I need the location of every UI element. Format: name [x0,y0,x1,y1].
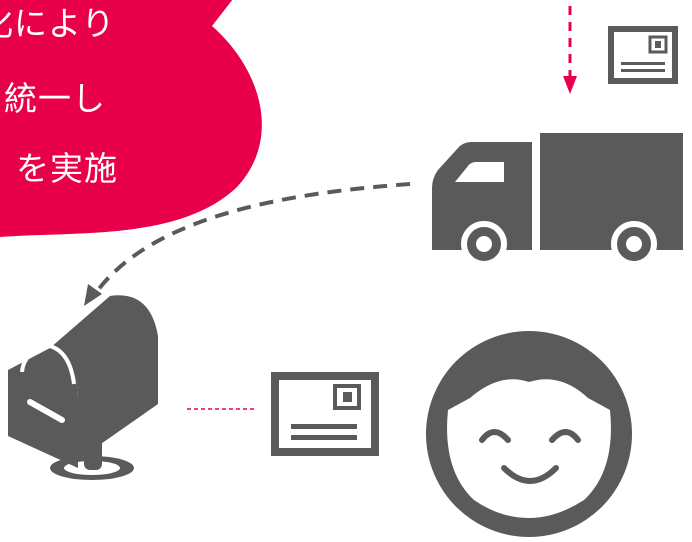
postcard-icon [271,372,379,456]
speech-bubble [0,0,262,238]
mailbox-icon [8,295,158,480]
dashed-arrow-down-icon [563,6,577,94]
dashed-curved-arrow-icon [84,182,411,306]
callout-line-1: 化により [0,4,116,43]
callout-line-3: を実施 [16,149,118,188]
smiley-face-icon [426,331,632,537]
callout-line-2: を統一し [0,79,106,118]
postcard-icon [608,26,678,84]
truck-icon [432,133,683,267]
